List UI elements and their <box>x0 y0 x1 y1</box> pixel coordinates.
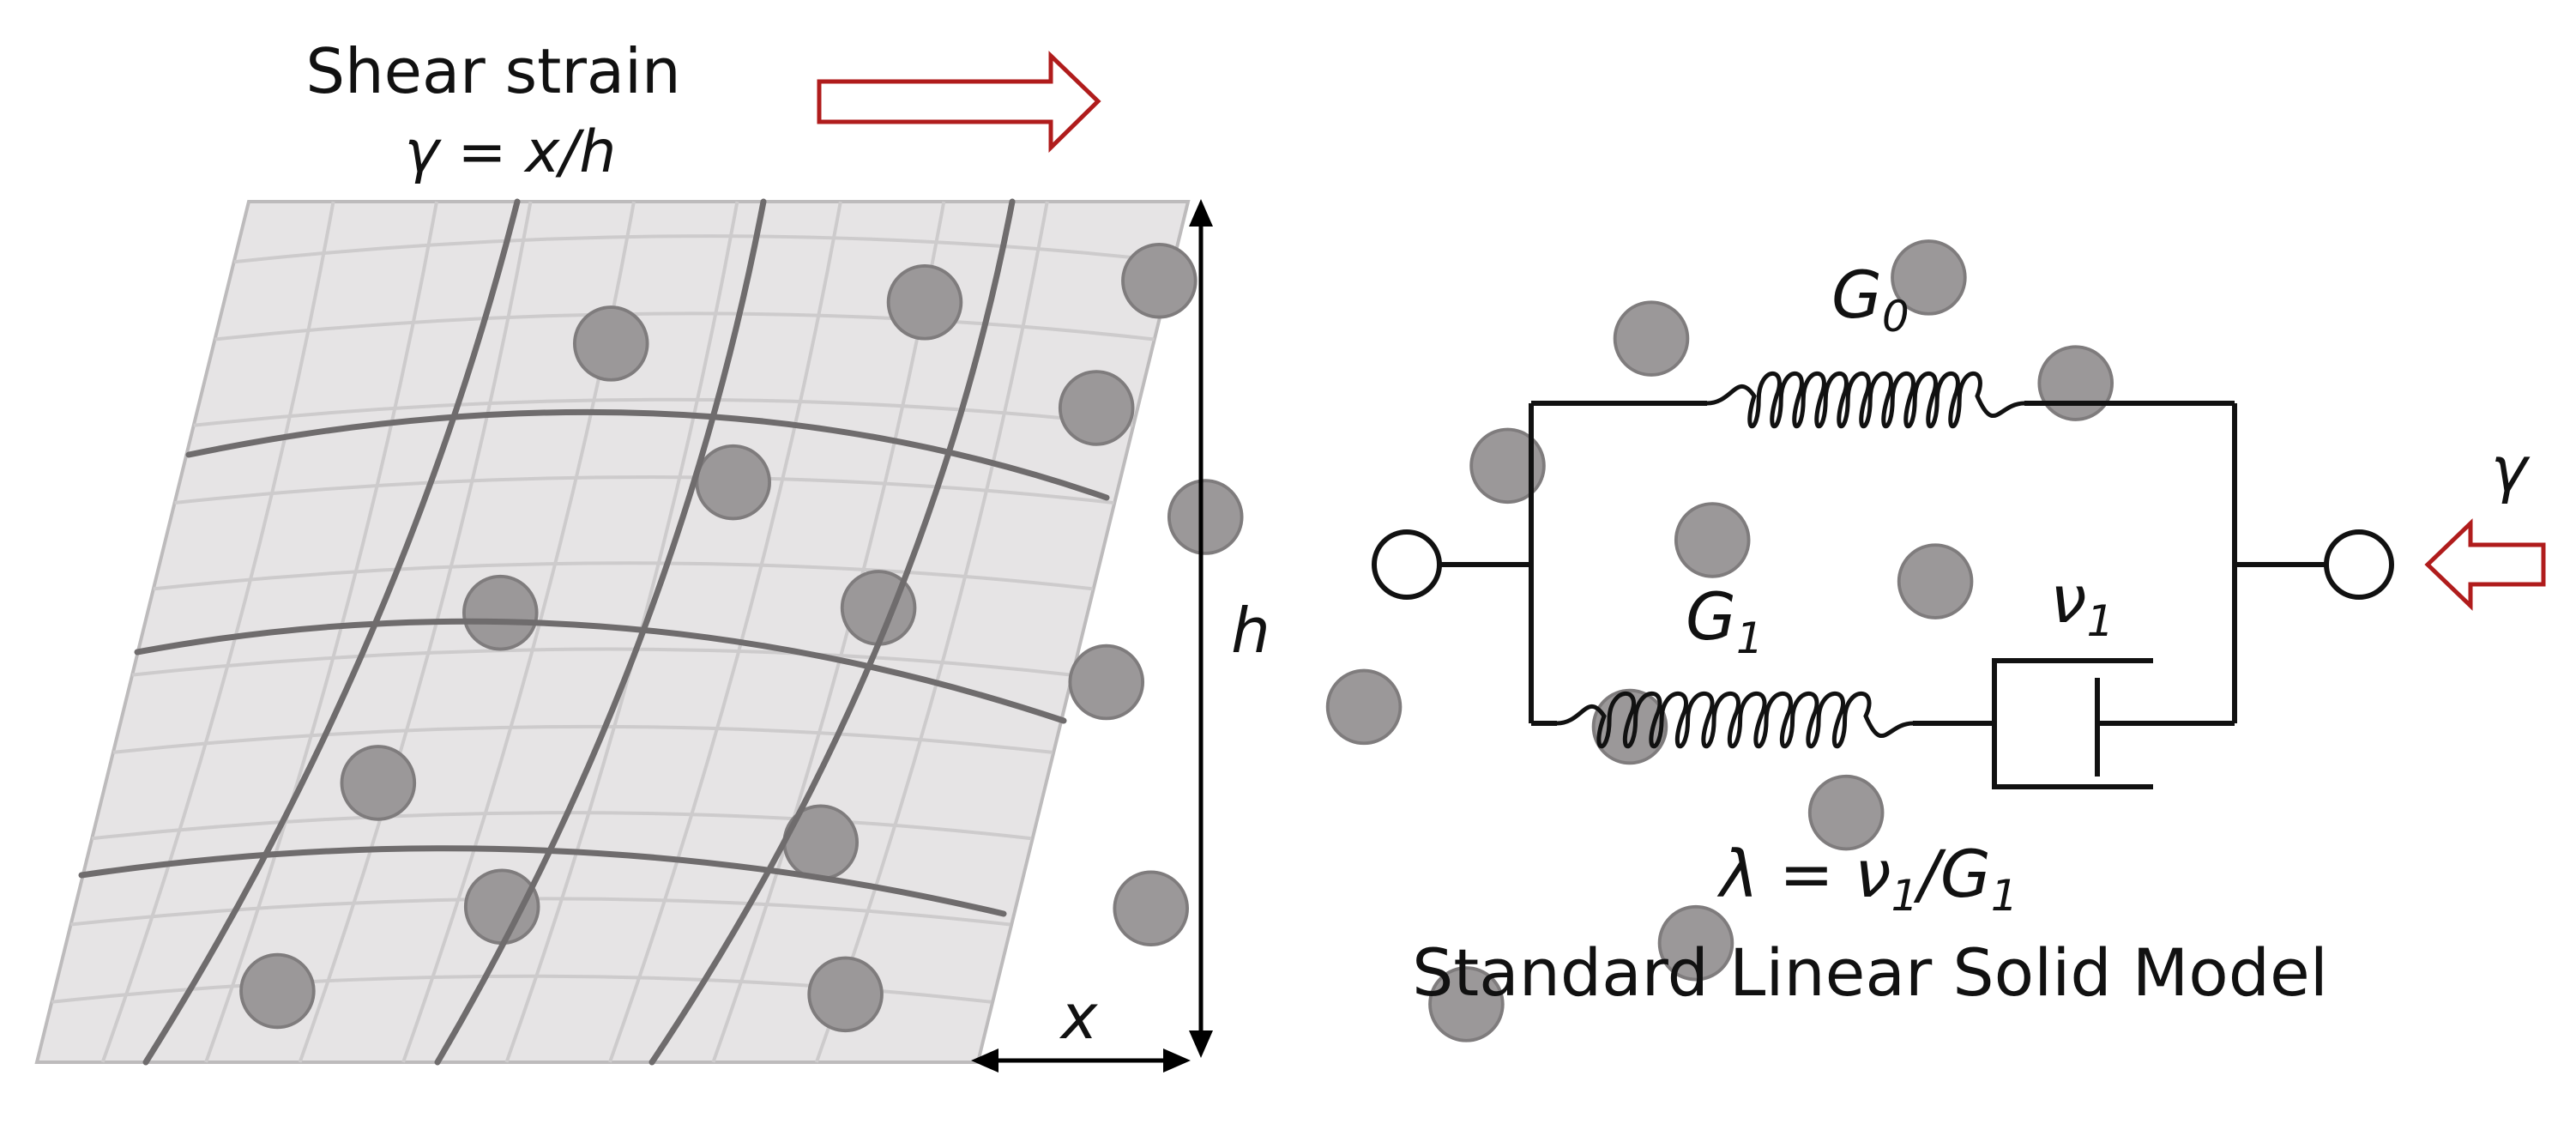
displacement-label: x <box>1059 981 1099 1053</box>
thick-horizontal-line <box>134 618 1067 724</box>
particle <box>1167 479 1244 555</box>
sheared-material <box>34 198 2114 1066</box>
input-strain-label: γ <box>2491 433 2531 505</box>
particle <box>1428 966 1505 1042</box>
particle <box>695 444 771 521</box>
relation-lambda: λ = ν <box>1716 836 1891 912</box>
particle <box>1897 543 1974 619</box>
height-dimension-arrow <box>1189 199 1213 1058</box>
relation-sub1: 1 <box>1891 871 1918 921</box>
shear-direction-arrow <box>817 51 1101 153</box>
thin-grid-lines <box>51 201 1173 1063</box>
thin-horizontal-line <box>112 724 1053 754</box>
particle <box>1325 668 1403 746</box>
relaxation-time-formula: λ = ν1/G1 <box>1716 836 2018 921</box>
spring-g1-label: G1 <box>1686 578 1764 663</box>
thin-horizontal-line <box>233 234 1173 264</box>
particle <box>340 745 417 821</box>
particle <box>1121 242 1198 319</box>
particle <box>1058 370 1135 446</box>
particle <box>886 263 963 341</box>
particle-group <box>239 239 2114 1042</box>
dashpot-v1-subscript: 1 <box>2086 596 2114 646</box>
thin-vertical-line <box>608 201 842 1063</box>
particle <box>462 574 539 651</box>
height-label: h <box>1231 595 1270 667</box>
spring-g0-symbol: G <box>1831 257 1882 333</box>
relation-slash: /G <box>1913 836 1991 912</box>
particle <box>1891 239 1967 316</box>
particle <box>1674 502 1751 578</box>
particle <box>1068 644 1145 721</box>
particle <box>1807 774 1885 851</box>
thin-horizontal-line <box>131 647 1072 677</box>
dashpot-v1 <box>1992 658 2196 789</box>
right-terminal <box>2324 529 2394 600</box>
thin-horizontal-line <box>70 897 1010 927</box>
particle <box>572 305 649 382</box>
thin-horizontal-line <box>214 311 1155 341</box>
dashpot-v1-symbol: ν <box>2050 561 2086 638</box>
displacement-dimension-arrow <box>971 1048 1191 1073</box>
thick-vertical-line <box>434 198 767 1066</box>
thin-horizontal-line <box>174 474 1114 505</box>
thick-horizontal-line <box>185 408 1110 501</box>
particle <box>1469 427 1546 505</box>
shear-strain-formula: γ = x/h <box>405 118 617 186</box>
spring-g1 <box>1556 691 1914 749</box>
thick-grid-lines <box>78 198 1110 1066</box>
particle <box>1613 300 1690 377</box>
input-strain-arrow <box>2424 518 2546 611</box>
thin-vertical-line <box>298 201 533 1063</box>
thin-vertical-line <box>100 201 335 1063</box>
particle <box>807 956 884 1033</box>
particle <box>1113 870 1189 947</box>
spring-g1-symbol: G <box>1686 578 1736 655</box>
left-terminal <box>1372 529 1442 600</box>
particle <box>2037 345 2114 421</box>
thin-vertical-line <box>204 201 438 1063</box>
model-name: Standard Linear Solid Model <box>1412 934 2328 1011</box>
spring-g1-subscript: 1 <box>1736 613 1764 663</box>
particle <box>239 952 316 1030</box>
thick-horizontal-line <box>78 845 1007 917</box>
thin-horizontal-line <box>193 397 1134 427</box>
thick-vertical-line <box>649 198 1016 1066</box>
particle <box>1657 904 1734 982</box>
relation-sub2: 1 <box>1991 871 2018 921</box>
spring-g0-label: G0 <box>1831 257 1909 341</box>
sls-circuit <box>1439 401 2326 726</box>
dashpot-v1-label: ν1 <box>2050 561 2114 646</box>
thin-horizontal-line <box>153 561 1094 591</box>
spring-g0-subscript: 0 <box>1882 292 1909 341</box>
thick-vertical-line <box>142 198 521 1066</box>
shear-strain-title: Shear strain <box>305 35 680 107</box>
spring-g0 <box>1706 371 2025 429</box>
particle <box>463 868 540 946</box>
